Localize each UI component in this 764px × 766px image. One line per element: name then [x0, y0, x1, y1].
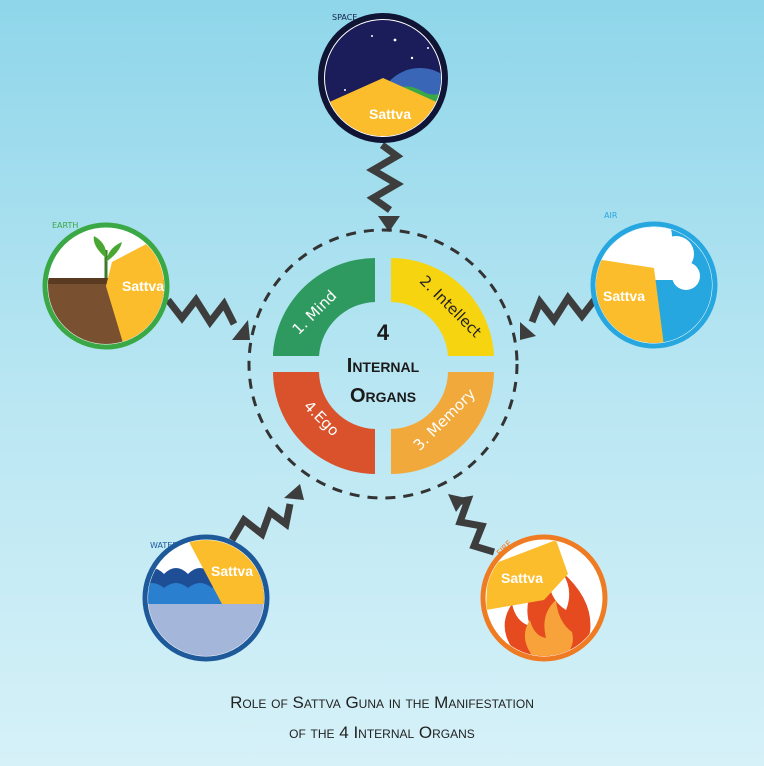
sattva-wedge	[486, 540, 568, 610]
center-title-number: 4	[377, 320, 390, 345]
sattva-label-water: Sattva	[211, 563, 253, 579]
element-label-air: AIR	[604, 211, 618, 220]
arrow-earth-to-center	[165, 293, 250, 340]
element-space: SPACE Sattva	[318, 13, 448, 143]
organ-wheel: 1. Mind 2. Intellect 3. Memory 4.Ego 4 I…	[273, 257, 494, 474]
organ-segment-intellect	[391, 257, 494, 356]
organ-segment-ego	[273, 372, 375, 474]
arrow-space-to-center	[366, 142, 404, 232]
center-title-line2: Internal	[347, 355, 420, 377]
element-label-water: WATER	[150, 541, 178, 550]
element-fire: FIRE Sattva	[480, 534, 608, 662]
arrow-air-to-center	[520, 291, 599, 340]
fire-flame-icon	[504, 566, 591, 656]
sattva-label-earth: Sattva	[122, 278, 164, 294]
organ-segment-mind	[273, 258, 375, 356]
caption-line1: Role of Sattva Guna in the Manifestation	[230, 693, 534, 712]
connector-arrows	[165, 142, 599, 556]
element-earth: EARTH Sattva	[42, 221, 170, 350]
element-air: AIR Sattva	[590, 211, 718, 349]
element-label-earth: EARTH	[52, 221, 78, 230]
organ-segment-memory	[391, 372, 494, 474]
sprout-icon	[93, 236, 122, 278]
sattva-label-air: Sattva	[603, 288, 645, 304]
sattva-label-space: Sattva	[369, 106, 411, 122]
center-dashed-ring	[247, 228, 519, 500]
center-title-line3: Organs	[350, 385, 416, 407]
arrow-water-to-center	[228, 484, 304, 542]
sattva-label-fire: Sattva	[501, 570, 543, 586]
element-water: WATER Sattva	[142, 534, 270, 662]
caption-line2: of the 4 Internal Organs	[289, 723, 475, 742]
element-label-space: SPACE	[332, 13, 357, 22]
arrow-fire-to-center	[448, 494, 496, 556]
